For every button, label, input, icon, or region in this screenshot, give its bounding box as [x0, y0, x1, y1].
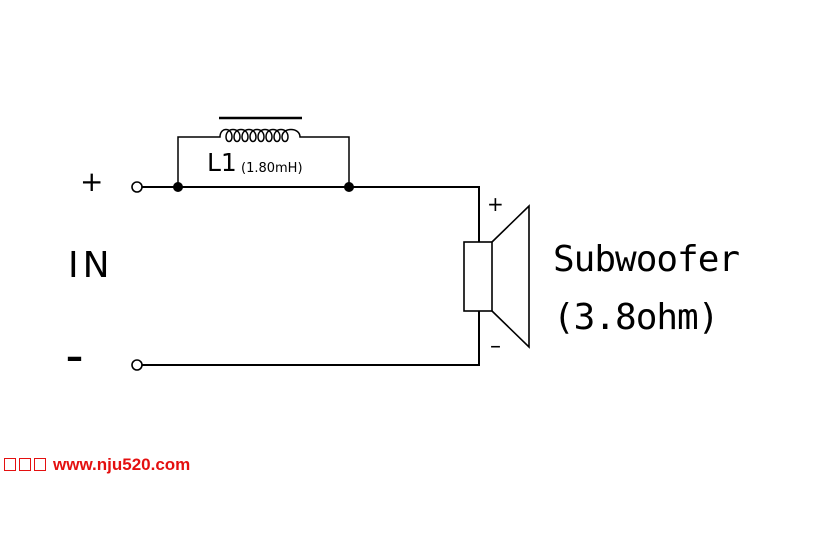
- inductor-value-label: (1.80mH): [241, 161, 303, 176]
- speaker-minus-label: –: [490, 334, 501, 359]
- input-minus-label: –: [66, 337, 83, 377]
- junction-dot-right: [344, 182, 354, 192]
- inductor-name-label: L1: [207, 148, 237, 177]
- negative-wire: [142, 311, 480, 366]
- input-label: IN: [68, 245, 114, 286]
- watermark: www.nju520.com: [4, 455, 190, 475]
- speaker-impedance-label: (3.8ohm): [553, 297, 719, 338]
- speaker-plus-label: +: [487, 192, 504, 216]
- watermark-url: www.nju520.com: [53, 455, 191, 474]
- speaker-icon: [463, 204, 530, 349]
- input-terminal-plus: [131, 181, 143, 193]
- positive-wire: [142, 186, 480, 242]
- input-terminal-minus: [131, 359, 143, 371]
- inductor-coil-icon: [210, 116, 310, 144]
- junction-dot-left: [173, 182, 183, 192]
- watermark-glyph-boxes-icon: [4, 455, 49, 475]
- speaker-name-label: Subwoofer: [553, 239, 740, 280]
- input-plus-label: +: [80, 165, 104, 198]
